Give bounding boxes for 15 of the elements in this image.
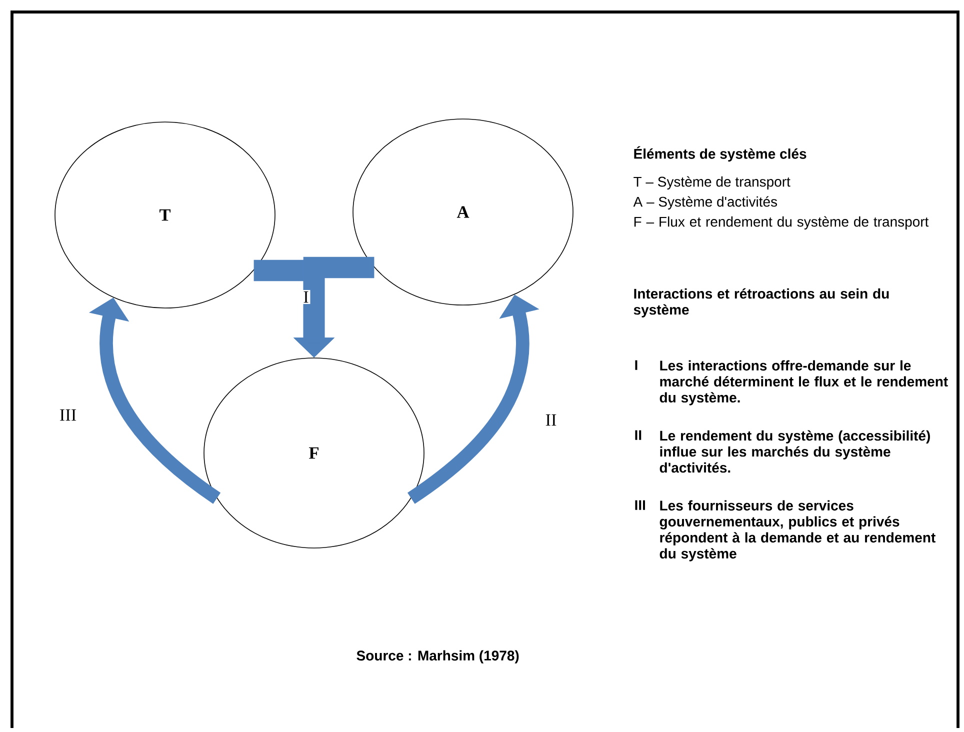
- item-description: Les fournisseurs de services gouvernementaux, publics et privés répondent à la demande et au rendement du système: [660, 500, 936, 562]
- key-entry: T – Système de transport: [634, 176, 790, 190]
- key-entry: F – Flux et rendement du système de transport: [634, 216, 929, 230]
- item-number: III: [635, 500, 645, 510]
- item-description: Les interactions offre-demande sur le marché déterminent le flux et le rendement du système.: [660, 360, 948, 406]
- item-number: I: [635, 360, 638, 370]
- item-description: Le rendement du système (accessibilité) influe sur les marchés du système d'activités.: [660, 430, 930, 473]
- heading: Interactions et rétroactions au sein du système: [634, 288, 889, 318]
- key-entry: A – Système d'activités: [633, 196, 778, 210]
- heading: Éléments de système clés: [634, 146, 806, 162]
- caption: Source : Marhsim (1978): [356, 650, 519, 664]
- item-number: II: [635, 430, 642, 440]
- edge-label: I: [302, 290, 310, 304]
- edge-label: III: [58, 408, 78, 422]
- edge-label: II: [544, 413, 558, 428]
